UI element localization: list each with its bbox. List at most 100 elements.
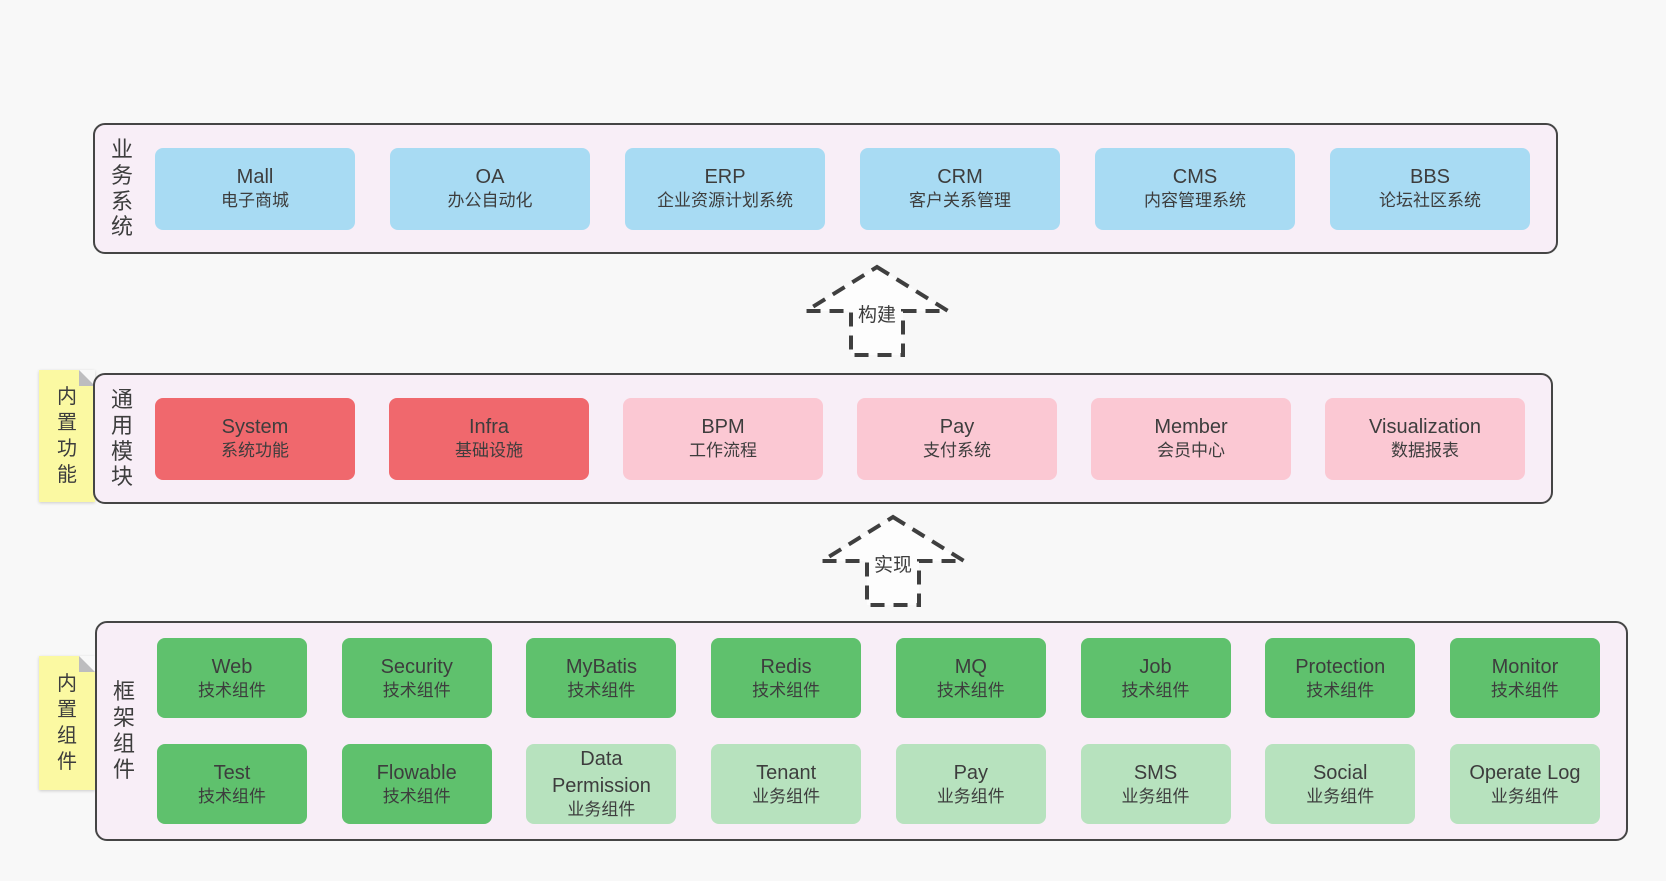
box-title: Mall (236, 166, 274, 189)
arrow-implement: 实现 (818, 514, 968, 608)
box-title: CMS (1172, 166, 1218, 189)
box-title: Pay (939, 416, 975, 439)
box-subtitle: 企业资源计划系统 (657, 191, 793, 211)
box-mq: MQ 技术组件 (895, 638, 1046, 718)
box-oa: OA 办公自动化 (390, 147, 590, 230)
box-subtitle: 论坛社区系统 (1379, 191, 1481, 211)
box-title: Test (213, 761, 251, 784)
box-subtitle: 会员中心 (1157, 441, 1225, 461)
box-operate-log: Operate Log 业务组件 (1449, 744, 1600, 824)
band-business-systems: 业务系统 Mall 电子商城 OA 办公自动化 ERP 企业资源计划系统 CRM… (93, 123, 1558, 254)
box-title: Job (1139, 655, 1172, 678)
sticky-note-built-in-components: 内置组件 (39, 656, 95, 790)
box-redis: Redis 技术组件 (711, 638, 862, 718)
box-title: Operate Log (1469, 761, 1581, 784)
box-title: SMS (1133, 761, 1178, 784)
box-title: Tenant (756, 761, 817, 784)
box-title: Infra (468, 416, 510, 439)
sticky-note-built-in-features: 内置功能 (39, 370, 95, 502)
box-title: ERP (704, 166, 746, 189)
box-monitor: Monitor 技术组件 (1449, 638, 1600, 718)
box-flowable: Flowable 技术组件 (341, 744, 492, 824)
box-subtitle: 电子商城 (221, 191, 289, 211)
box-title: CRM (937, 166, 983, 189)
box-subtitle: 工作流程 (689, 441, 757, 461)
box-security: Security 技术组件 (341, 638, 492, 718)
box-subtitle: 业务组件 (1121, 786, 1190, 806)
box-test: Test 技术组件 (157, 744, 307, 824)
box-bbs: BBS 论坛社区系统 (1330, 147, 1530, 230)
box-bpm: BPM 工作流程 (623, 397, 823, 480)
box-subtitle: 技术组件 (1306, 680, 1375, 700)
box-subtitle: 技术组件 (567, 680, 636, 700)
box-title: Member (1154, 416, 1228, 439)
box-cms: CMS 内容管理系统 (1095, 147, 1295, 230)
box-mybatis: MyBatis 技术组件 (526, 638, 677, 718)
box-subtitle: 技术组件 (382, 680, 451, 700)
box-title: Web (211, 655, 253, 678)
box-protection: Protection 技术组件 (1265, 638, 1416, 718)
box-title: MyBatis (565, 655, 637, 678)
box-title: Redis (760, 655, 812, 678)
arrow-label: 构建 (854, 300, 900, 327)
components-row-2: Test 技术组件 Flowable 技术组件 Data Permission … (157, 744, 1600, 824)
box-web: Web 技术组件 (157, 638, 307, 718)
box-visualization: Visualization 数据报表 (1325, 397, 1525, 480)
band-label-business-systems: 业务系统 (110, 136, 133, 240)
box-title: OA (475, 166, 505, 189)
box-title: Protection (1295, 655, 1386, 678)
box-subtitle: 业务组件 (752, 786, 821, 806)
folded-corner-icon (79, 370, 95, 386)
box-title: BBS (1409, 166, 1451, 189)
box-title: Monitor (1491, 655, 1559, 678)
components-row-1: Web 技术组件 Security 技术组件 MyBatis 技术组件 Redi… (157, 638, 1600, 718)
box-sms: SMS 业务组件 (1080, 744, 1231, 824)
box-title: MQ (954, 655, 987, 678)
box-system: System 系统功能 (155, 397, 355, 480)
box-subtitle: 技术组件 (382, 786, 451, 806)
box-subtitle: 技术组件 (936, 680, 1005, 700)
band-framework-components: 框架组件 Web 技术组件 Security 技术组件 MyBatis 技术组件… (95, 621, 1628, 841)
box-subtitle: 客户关系管理 (909, 191, 1011, 211)
box-social: Social 业务组件 (1265, 744, 1416, 824)
box-data-permission: Data Permission 业务组件 (526, 744, 677, 824)
box-subtitle: 技术组件 (198, 680, 266, 700)
box-title: Visualization (1369, 416, 1481, 439)
box-subtitle: 办公自动化 (447, 191, 533, 211)
box-subtitle: 基础设施 (455, 441, 523, 461)
box-tenant: Tenant 业务组件 (711, 744, 862, 824)
box-job: Job 技术组件 (1080, 638, 1231, 718)
box-mall: Mall 电子商城 (155, 147, 355, 230)
box-subtitle: 支付系统 (923, 441, 991, 461)
box-subtitle: 业务组件 (1306, 786, 1375, 806)
box-subtitle: 业务组件 (1490, 786, 1559, 806)
box-subtitle: 技术组件 (1121, 680, 1190, 700)
box-title: BPM (701, 416, 745, 439)
box-subtitle: 技术组件 (198, 786, 266, 806)
box-erp: ERP 企业资源计划系统 (625, 147, 825, 230)
band-common-modules: 通用模块 System 系统功能 Infra 基础设施 BPM 工作流程 Pay… (93, 373, 1553, 504)
box-subtitle: 数据报表 (1391, 441, 1459, 461)
business-systems-boxes: Mall 电子商城 OA 办公自动化 ERP 企业资源计划系统 CRM 客户关系… (145, 147, 1556, 230)
common-modules-boxes: System 系统功能 Infra 基础设施 BPM 工作流程 Pay 支付系统… (145, 397, 1551, 480)
sticky-note-label: 内置功能 (57, 386, 77, 486)
box-subtitle: 技术组件 (1490, 680, 1559, 700)
arrow-build: 构建 (802, 264, 952, 358)
box-infra: Infra 基础设施 (389, 397, 589, 480)
box-title: Security (380, 655, 453, 678)
box-subtitle: 内容管理系统 (1144, 191, 1246, 211)
band-label-framework-components: 框架组件 (112, 679, 135, 782)
box-title: Data Permission (551, 748, 651, 797)
band-label-common-modules: 通用模块 (110, 386, 133, 490)
box-title: Flowable (376, 761, 457, 784)
folded-corner-icon (79, 656, 95, 672)
box-title: System (221, 416, 289, 439)
box-subtitle: 系统功能 (221, 441, 289, 461)
box-pay-module: Pay 支付系统 (857, 397, 1057, 480)
box-subtitle: 技术组件 (752, 680, 821, 700)
box-member: Member 会员中心 (1091, 397, 1291, 480)
box-crm: CRM 客户关系管理 (860, 147, 1060, 230)
sticky-note-label: 内置组件 (57, 673, 77, 773)
arrow-label: 实现 (870, 550, 916, 577)
